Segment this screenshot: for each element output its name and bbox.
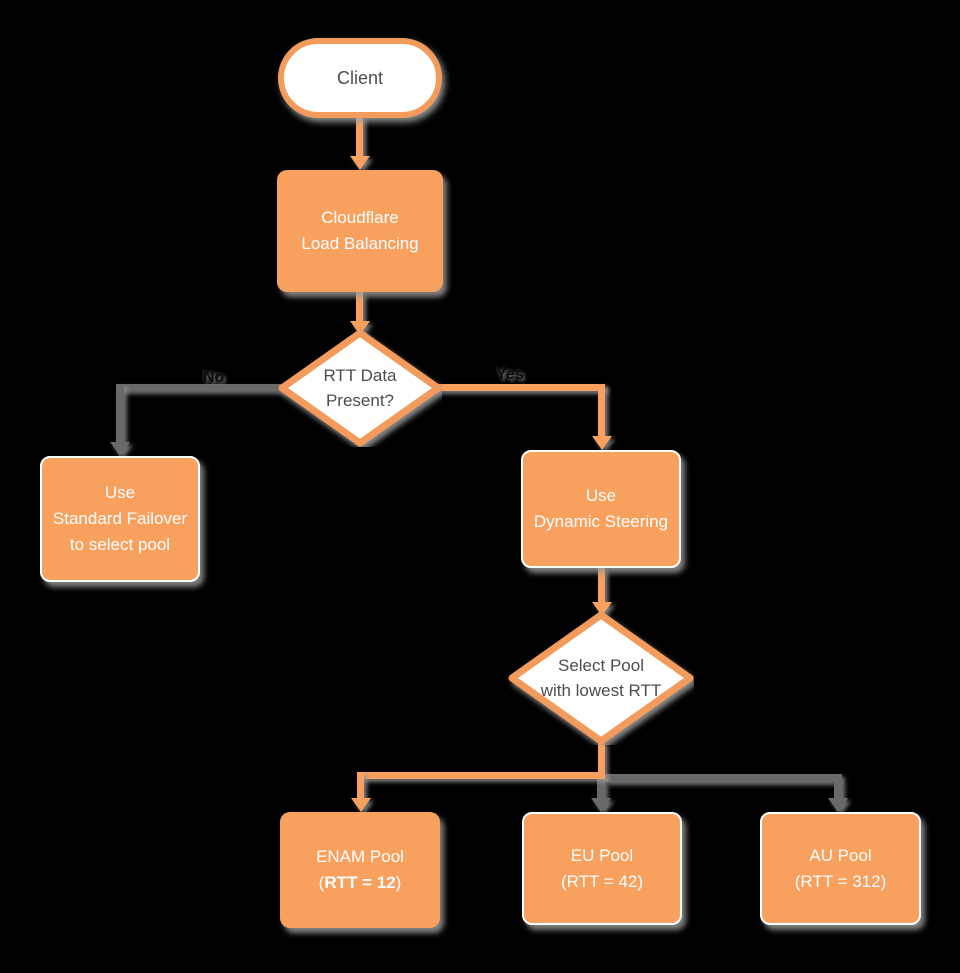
load-balancing-node: Cloudflare Load Balancing — [277, 170, 443, 292]
rtt-decision-shape — [278, 329, 442, 447]
eu-pool-line1: EU Pool — [570, 845, 634, 865]
dynamic-steering-line1: Use — [585, 486, 617, 505]
enam-paren-close: ) — [395, 873, 402, 892]
standard-failover-node: Use Standard Failover to select pool — [40, 456, 200, 582]
edge-label-no: No — [203, 369, 225, 386]
dynamic-steering-node: Use Dynamic Steering — [521, 450, 681, 568]
connector-eu-vertical — [597, 779, 605, 800]
arrowhead-client-lb — [350, 156, 370, 170]
load-balancing-line1: Cloudflare — [321, 208, 399, 227]
connector-enam-horizontal — [357, 772, 605, 779]
enam-rtt-value: RTT = 12 — [324, 873, 396, 892]
arrowhead-yes — [592, 436, 612, 450]
enam-pool-label: ENAM Pool (RTT = 12) — [316, 844, 404, 896]
au-pool-line1: AU Pool — [809, 845, 872, 865]
connector-no-horizontal — [120, 384, 287, 391]
standard-failover-line3: to select pool — [69, 535, 171, 554]
connector-au-horizontal — [605, 774, 838, 782]
standard-failover-line2: Standard Failover — [52, 509, 188, 528]
dynamic-steering-label: Use Dynamic Steering — [534, 483, 668, 535]
connector-client-lb — [356, 116, 363, 158]
enam-pool-line2: (RTT = 12) — [316, 870, 404, 896]
connector-yes-vertical — [598, 384, 605, 436]
arrowhead-eu — [591, 798, 611, 812]
rtt-decision-label: RTT Data Present? — [278, 329, 442, 447]
eu-pool-label: EU Pool (RTT = 42) — [561, 843, 643, 895]
au-pool-node: AU Pool (RTT = 312) — [760, 812, 921, 925]
rtt-decision-line1: RTT Data — [323, 366, 397, 385]
arrowhead-enam — [351, 798, 371, 812]
connector-select-junction — [598, 741, 605, 779]
connector-no-vertical — [116, 384, 124, 442]
edge-label-yes: Yes — [496, 366, 524, 383]
standard-failover-label: Use Standard Failover to select pool — [53, 480, 187, 558]
select-pool-label: Select Pool with lowest RTT — [508, 611, 694, 745]
select-pool-shape — [508, 611, 694, 745]
connector-ds-select — [598, 568, 605, 606]
rtt-decision-diamond: RTT Data Present? — [278, 329, 442, 447]
rtt-decision-line2: Present? — [325, 391, 395, 410]
client-label: Client — [336, 67, 384, 88]
arrowhead-lb-rtt — [350, 321, 370, 335]
connector-enam-vertical — [357, 772, 364, 800]
enam-paren-open: ( — [318, 873, 325, 892]
client-node: Client — [278, 38, 442, 118]
arrowhead-au — [828, 798, 848, 812]
standard-failover-line1: Use — [104, 483, 136, 502]
select-pool-diamond: Select Pool with lowest RTT — [508, 611, 694, 745]
arrowhead-ds-select — [592, 602, 612, 616]
au-pool-label: AU Pool (RTT = 312) — [795, 843, 887, 895]
connector-au-vertical — [834, 774, 842, 800]
dynamic-steering-line2: Dynamic Steering — [533, 512, 669, 531]
connector-yes-horizontal — [433, 384, 605, 391]
arrowhead-no — [110, 442, 130, 456]
load-balancing-line2: Load Balancing — [301, 234, 419, 253]
connector-lb-rtt — [356, 292, 363, 324]
eu-pool-node: EU Pool (RTT = 42) — [522, 812, 682, 925]
select-pool-line1: Select Pool — [557, 656, 644, 675]
load-balancing-label: Cloudflare Load Balancing — [301, 205, 418, 257]
eu-pool-line2: (RTT = 42) — [560, 871, 644, 891]
enam-pool-line1: ENAM Pool — [316, 847, 404, 866]
enam-pool-node: ENAM Pool (RTT = 12) — [280, 812, 440, 928]
select-pool-line2: with lowest RTT — [540, 681, 662, 700]
au-pool-line2: (RTT = 312) — [794, 871, 887, 891]
